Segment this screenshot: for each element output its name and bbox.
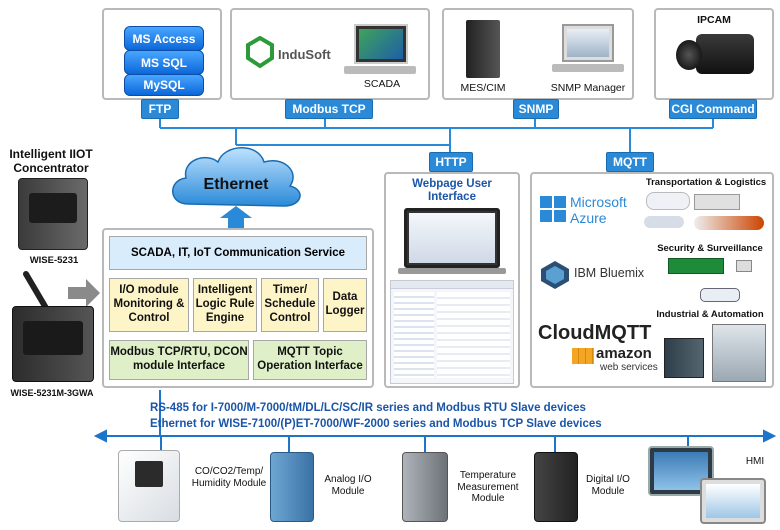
temperature-module-icon [402, 452, 448, 522]
highway-sign-icon [668, 258, 724, 274]
db-ms-access: MS Access [124, 26, 204, 51]
plc-icon [664, 338, 704, 378]
snmp-monitor-icon [562, 24, 614, 62]
indusoft-logo-icon [246, 36, 274, 69]
laptop-icon [404, 208, 500, 268]
logic-rule-box: Intelligent Logic Rule Engine [193, 278, 257, 332]
db-mysql: MySQL [124, 74, 204, 96]
aws-label: web services [600, 362, 658, 373]
ipcam-box: IPCAM [654, 8, 774, 100]
windows-logo-icon [540, 196, 566, 222]
camera-icon [696, 34, 754, 74]
mes-box: MES/CIM SNMP Manager [442, 8, 634, 100]
mqtt-tag: MQTT [606, 152, 654, 172]
snmp-keyboard-icon [552, 64, 624, 72]
bus-line-ethernet: Ethernet for WISE-7100/(P)ET-7000/WF-200… [150, 418, 602, 430]
communication-service-box: SCADA, IT, IoT Communication Service [109, 236, 367, 270]
bus-line-rs485: RS-485 for I-7000/M-7000/tM/DL/LC/SC/IR … [150, 402, 586, 414]
server-icon [466, 20, 500, 78]
wise-5231-device-icon [18, 178, 88, 250]
webpage-title: Webpage User Interface [412, 178, 492, 204]
modbus-dcon-box: Modbus TCP/RTU, DCON module Interface [109, 340, 249, 380]
modbus-tcp-tag: Modbus TCP [285, 99, 373, 119]
indusoft-label: InduSoft [278, 47, 331, 62]
digital-io-module-icon [534, 452, 578, 522]
airplane-icon [644, 216, 684, 228]
db-ms-sql: MS SQL [124, 50, 204, 75]
security-camera-icon [736, 260, 752, 272]
aws-boxes-icon [572, 348, 594, 364]
wise-5231-label: WISE-5231 [29, 255, 79, 266]
industrial-label: Industrial & Automation [656, 309, 764, 320]
camera-lens-icon [676, 40, 702, 70]
concentrator-title: Intelligent IIOT Concentrator [9, 147, 93, 175]
mqtt-topic-box: MQTT Topic Operation Interface [253, 340, 367, 380]
analog-io-module-icon [270, 452, 314, 522]
snmp-tag: SNMP [513, 99, 559, 119]
temperature-module-label: Temperature Measurement Module [457, 470, 519, 504]
ship-icon [646, 192, 690, 210]
cgi-command-tag: CGI Command [669, 99, 757, 119]
http-tag: HTTP [429, 152, 473, 172]
data-logger-box: Data Logger [323, 278, 367, 332]
cloudmqtt-label: CloudMQTT [538, 322, 652, 344]
database-box: MS Access MS SQL MySQL [102, 8, 222, 100]
ethernet-cloud-icon [172, 147, 301, 207]
scada-box: InduSoft SCADA [230, 8, 430, 100]
digital-io-label: Digital I/O Module [586, 474, 630, 497]
wise-5231m-device-icon [12, 306, 94, 382]
security-label: Security & Surveillance [657, 243, 763, 254]
snmp-manager-label: SNMP Manager [550, 82, 626, 94]
azure-label-2: Azure [570, 210, 607, 226]
laptop-base-icon [398, 268, 506, 274]
police-car-icon [700, 288, 740, 302]
keyboard-icon [344, 66, 416, 74]
co2-module-label: CO/CO2/Temp/ Humidity Module [191, 466, 267, 489]
amazon-label: amazon [596, 345, 652, 362]
machine-icon [712, 324, 766, 382]
hmi-label: HMI [745, 456, 765, 467]
antenna-icon [23, 271, 49, 310]
ethernet-label: Ethernet [203, 176, 269, 193]
scada-label: SCADA [363, 78, 401, 90]
hmi-panel-2-icon [700, 478, 766, 524]
mes-cim-label: MES/CIM [460, 82, 506, 94]
transport-label: Transportation & Logistics [645, 177, 767, 188]
truck-icon [694, 194, 740, 210]
scada-monitor-icon [354, 24, 408, 64]
io-module-box: I/O module Monitoring & Control [109, 278, 189, 332]
ibm-bluemix-icon [541, 261, 569, 289]
co2-module-icon [118, 450, 180, 522]
wise-5231m-label: WISE-5231M-3GWA [10, 388, 94, 398]
azure-label-1: Microsoft [570, 194, 627, 210]
ftp-tag: FTP [141, 99, 179, 119]
train-icon [694, 216, 764, 230]
ipcam-label: IPCAM [697, 14, 731, 26]
ibm-bluemix-label: IBM Bluemix [574, 266, 645, 280]
timer-schedule-box: Timer/ Schedule Control [261, 278, 319, 332]
analog-io-label: Analog I/O Module [324, 474, 372, 497]
webpage-screenshot [390, 280, 514, 384]
